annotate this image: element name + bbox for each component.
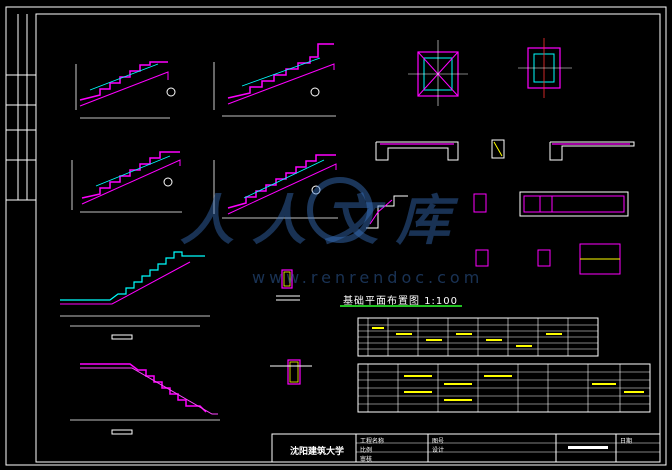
- column-detail-1: [276, 269, 300, 301]
- stair-section-2: [213, 43, 336, 117]
- stair-section-1: [75, 61, 176, 119]
- school-name: 沈阳建筑大学: [290, 447, 345, 457]
- stair-connection-detail: [366, 195, 408, 229]
- beam-section-3: [549, 141, 635, 161]
- titleblock-cell-5: 审核: [360, 456, 373, 463]
- landing-detail: [519, 191, 629, 217]
- foundation-plan-title: 基础平面布置图 1:100: [343, 296, 458, 307]
- rebar-plan-detail-2: [518, 38, 572, 98]
- outer-border: [5, 6, 667, 466]
- titleblock-cell-1: 工程名称: [360, 438, 385, 445]
- stair-elevation-long: [60, 251, 210, 340]
- titleblock-cell-3: 比例: [360, 447, 373, 454]
- titleblock-cell-2: 图号: [432, 438, 445, 445]
- column-detail-2: [270, 359, 312, 385]
- stair-section-4: [213, 154, 338, 219]
- titleblock-cell-4: 设计: [432, 447, 445, 454]
- watermark-logo: [307, 177, 373, 243]
- title-block: [271, 433, 661, 463]
- beam-section-2: [491, 139, 505, 159]
- beam-section-1: [375, 141, 459, 161]
- small-column-details: [473, 193, 621, 275]
- rebar-plan-detail-1: [408, 40, 468, 106]
- schedule-table-1: [357, 317, 599, 357]
- watermark-url: www.renrendoc.com: [252, 268, 484, 287]
- binding-strip: [6, 14, 36, 201]
- title-underline: [340, 305, 462, 307]
- watermark-text: 人人文库: [180, 188, 468, 252]
- stair-section-3: [71, 151, 182, 213]
- titleblock-cell-6: 日期: [620, 438, 633, 445]
- stair-elevation-lower: [70, 363, 220, 435]
- schedule-table-2: [357, 363, 651, 413]
